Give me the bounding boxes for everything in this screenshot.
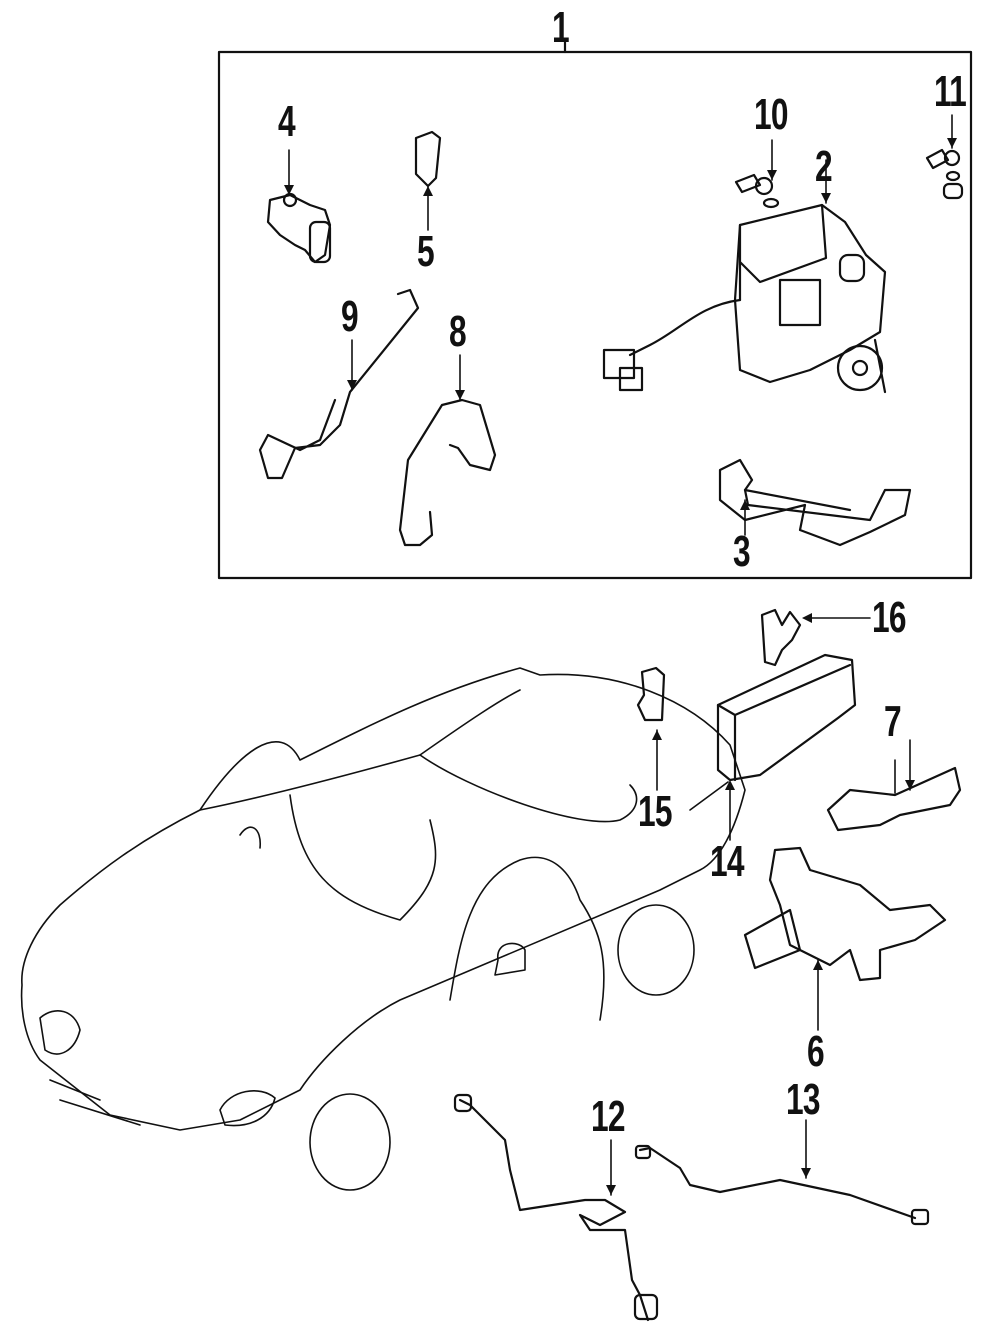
part-16-bracket xyxy=(760,608,871,667)
assembly-group-box xyxy=(217,40,973,580)
part-10-union-bolt xyxy=(734,139,780,209)
callout-12: 12 xyxy=(591,1092,626,1141)
callout-8: 8 xyxy=(449,307,467,356)
callout-6: 6 xyxy=(807,1027,825,1076)
part-11-fitting xyxy=(925,114,964,200)
vehicle-outline xyxy=(20,667,746,1191)
callout-1: 1 xyxy=(552,3,570,52)
callout-9: 9 xyxy=(341,292,359,341)
part-15-bracket xyxy=(636,666,666,791)
callout-4: 4 xyxy=(278,97,296,146)
part-14-control-module xyxy=(689,653,857,841)
callout-2: 2 xyxy=(815,142,833,191)
part-5-bracket xyxy=(414,130,442,231)
part-7-cover xyxy=(826,739,962,832)
part-2-hydraulic-unit xyxy=(602,159,887,394)
part-4-valve xyxy=(266,149,332,264)
part-6-bracket xyxy=(743,846,947,1031)
callout-14: 14 xyxy=(710,837,745,886)
part-13-rear-wheel-speed-sensor xyxy=(634,1119,930,1226)
callout-3: 3 xyxy=(733,527,751,576)
part-8-brake-line xyxy=(398,354,497,547)
part-12-front-wheel-speed-sensor xyxy=(453,1093,659,1322)
callout-7: 7 xyxy=(884,697,902,746)
callout-15: 15 xyxy=(638,787,673,836)
callout-5: 5 xyxy=(417,227,435,276)
callout-11: 11 xyxy=(934,67,967,116)
callout-16: 16 xyxy=(872,593,907,642)
part-3-bracket xyxy=(718,458,912,547)
callout-10: 10 xyxy=(754,90,789,139)
part-9-brake-line xyxy=(258,288,420,480)
callout-13: 13 xyxy=(786,1075,821,1124)
